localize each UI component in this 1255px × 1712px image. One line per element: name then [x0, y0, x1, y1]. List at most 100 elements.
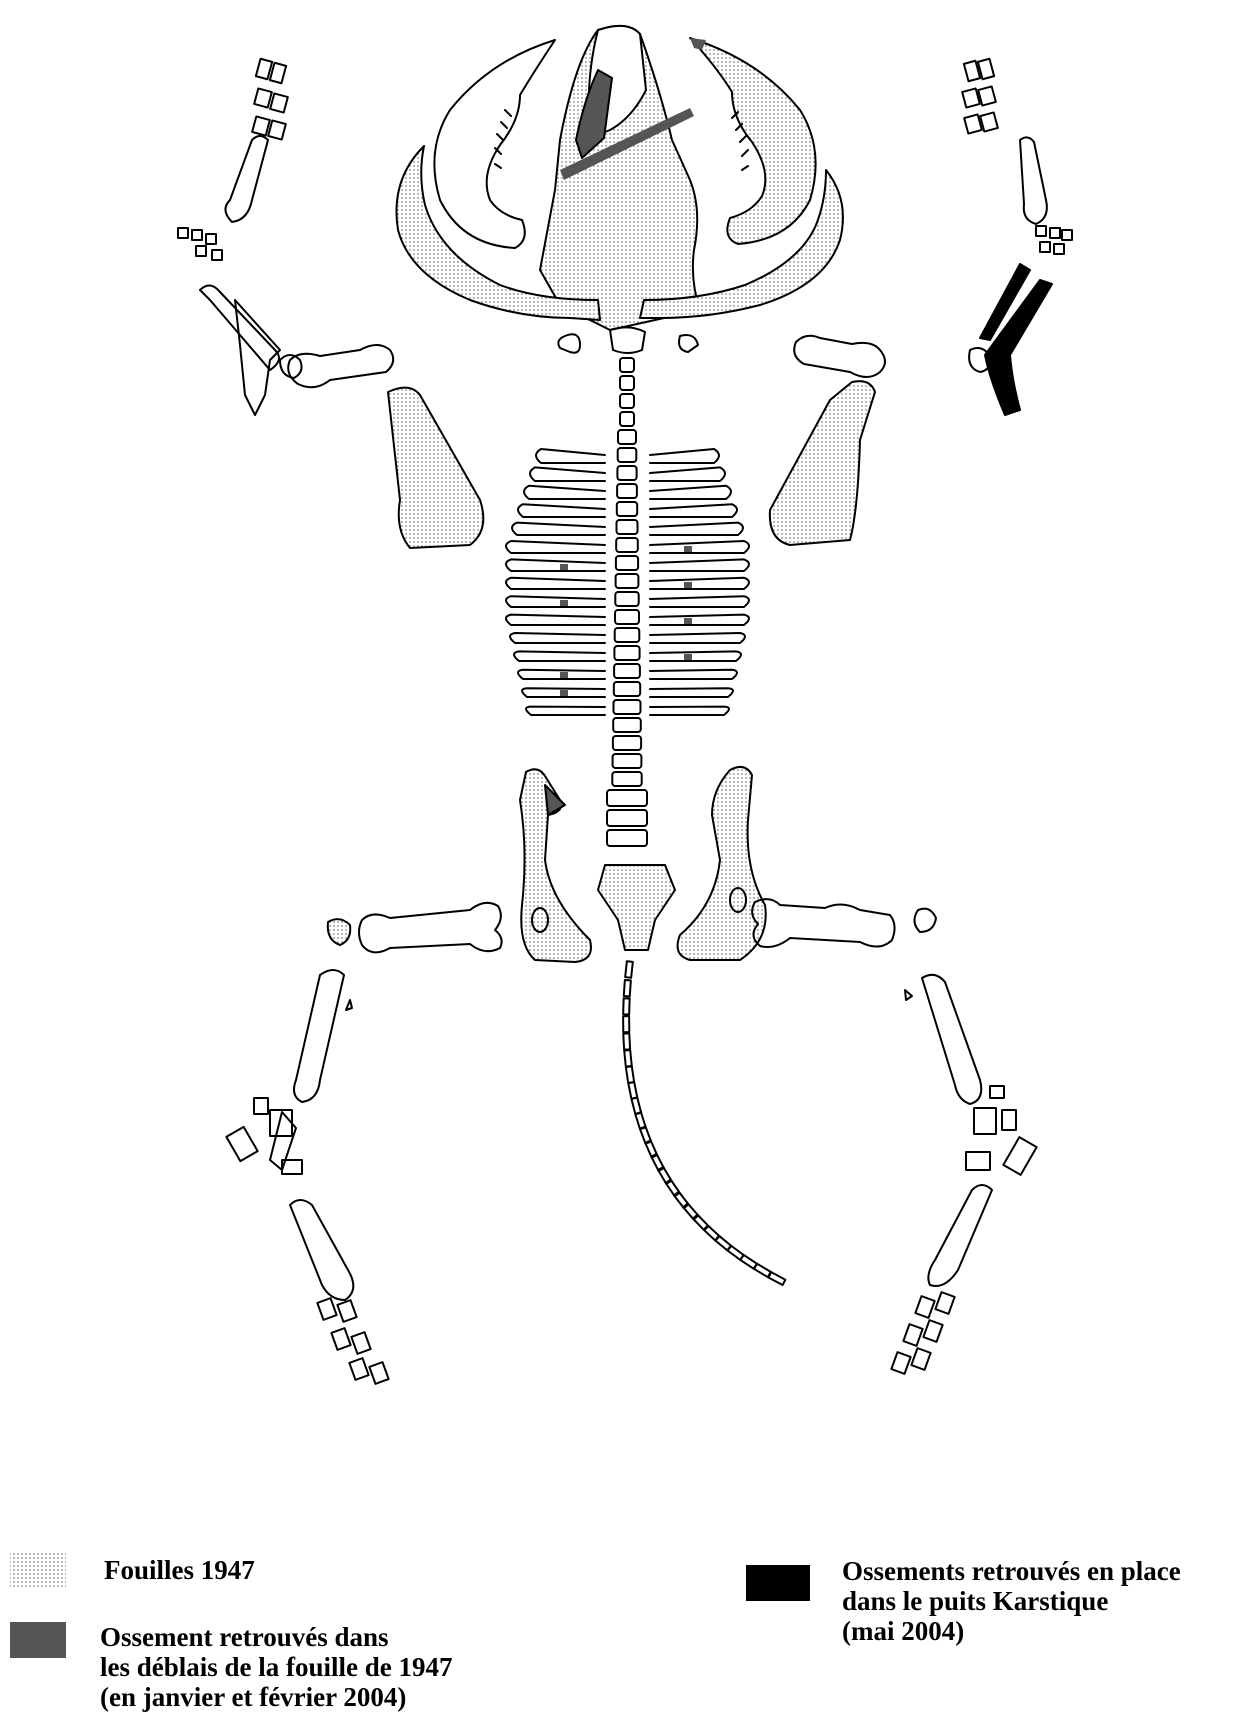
vertebra — [613, 718, 641, 732]
legend-swatch-fouilles-1947 — [10, 1553, 66, 1587]
patella-left — [328, 919, 351, 945]
vertebra — [620, 394, 634, 408]
tail-vertebra — [626, 1066, 634, 1083]
mandible-left — [434, 40, 555, 248]
phalanx-right-2 — [1050, 228, 1060, 238]
toe-right-4 — [923, 1320, 942, 1342]
tail-vertebra — [628, 1082, 637, 1099]
rib-right-dark-fragment — [684, 582, 692, 588]
carpal-left-4 — [270, 93, 288, 112]
legend-deblais-label: Ossement retrouvés dans les déblais de l… — [100, 1622, 453, 1712]
rib-right — [650, 688, 733, 697]
ulna-right-puits — [985, 280, 1052, 415]
toe-right-6 — [911, 1348, 930, 1370]
rib-left — [526, 707, 605, 715]
rib-right — [650, 504, 737, 517]
carpal-left-3 — [254, 88, 272, 107]
rib-left-dark-fragment — [560, 672, 568, 678]
femur-right — [752, 899, 894, 947]
vertebra — [614, 700, 641, 714]
metacarpal-right — [1020, 137, 1047, 224]
tibia-right — [922, 975, 981, 1104]
pelvis — [520, 767, 766, 962]
vertebra — [617, 466, 636, 480]
legend-puits-line-1: Ossements retrouvés en place — [842, 1556, 1181, 1586]
rib-left-dark-fragment — [560, 600, 568, 606]
rib-right — [650, 596, 749, 607]
vertebra — [618, 448, 637, 462]
metatarsal-right — [928, 1185, 992, 1286]
carpal-right-3 — [962, 88, 980, 107]
scapula-right — [770, 381, 875, 545]
vertebra — [607, 830, 647, 846]
vertebra — [620, 358, 634, 372]
ulna-left — [235, 300, 280, 415]
phalanx-right-4 — [1040, 242, 1050, 252]
forelimb-left — [178, 59, 483, 548]
rib-right — [650, 615, 749, 625]
rib-right — [650, 486, 731, 499]
atlas-right-wing — [679, 335, 698, 352]
legend-swatch-deblais — [10, 1622, 66, 1658]
phalanx-left-5 — [212, 250, 222, 260]
vertebra — [618, 430, 636, 444]
tarsal-right-5 — [966, 1152, 990, 1170]
metacarpal-left — [225, 136, 268, 222]
fibula-left — [346, 1000, 352, 1010]
rib-right — [650, 651, 741, 661]
vertebra — [607, 790, 647, 806]
hindlimb-right — [752, 899, 1037, 1374]
phalanx-left-4 — [196, 246, 206, 256]
rib-right — [650, 449, 719, 463]
rib-left — [518, 504, 605, 517]
vertebra — [613, 754, 642, 768]
scapula-left — [388, 388, 483, 548]
vertebra — [616, 556, 638, 570]
phalanx-left-1 — [178, 228, 188, 238]
tarsal-right-3 — [1002, 1110, 1016, 1130]
carpal-left-2 — [270, 63, 286, 83]
legend-swatch-puits — [746, 1565, 810, 1601]
vertebra — [615, 592, 638, 606]
rib-right — [650, 578, 749, 589]
carpal-left-1 — [256, 59, 272, 79]
vertebra — [617, 502, 637, 516]
tarsal-left-1 — [254, 1098, 268, 1114]
rib-left-dark-fragment — [560, 564, 568, 570]
carpal-right-5 — [964, 114, 982, 133]
toe-right-2 — [935, 1292, 954, 1314]
rib-left — [506, 578, 605, 589]
rib-right — [650, 670, 737, 679]
rib-right — [650, 541, 749, 553]
humerus-right — [794, 336, 885, 377]
rib-right — [650, 559, 749, 571]
phalanx-right-5 — [1054, 244, 1064, 254]
tarsal-right-2 — [974, 1108, 996, 1134]
phalanx-left-2 — [192, 230, 202, 240]
rib-right-dark-fragment — [684, 546, 692, 552]
tarsal-right-1 — [990, 1086, 1004, 1098]
rib-left — [530, 467, 605, 481]
rib-left — [536, 449, 605, 463]
legend-puits-line-2: dans le puits Karstique — [842, 1586, 1181, 1616]
tail-vertebra — [623, 1016, 629, 1032]
toe-right-5 — [891, 1352, 910, 1374]
vertebra — [617, 484, 637, 498]
hindlimb-left — [226, 903, 501, 1384]
tail-vertebra — [625, 961, 633, 978]
rib-left — [506, 541, 605, 553]
mandible-right — [690, 38, 816, 244]
tail — [623, 961, 785, 1285]
vertebra — [616, 538, 638, 552]
pelvis-right — [678, 767, 766, 960]
legend-deblais-line-2: les déblais de la fouille de 1947 — [100, 1652, 453, 1682]
rib-left — [524, 486, 605, 499]
toe-left-6 — [369, 1362, 388, 1384]
rib-right — [650, 523, 743, 535]
phalanx-right-3 — [1062, 230, 1072, 240]
ribs — [506, 449, 749, 715]
tail-vertebra — [624, 980, 631, 996]
vertebra — [620, 376, 634, 390]
vertebra — [614, 682, 640, 696]
